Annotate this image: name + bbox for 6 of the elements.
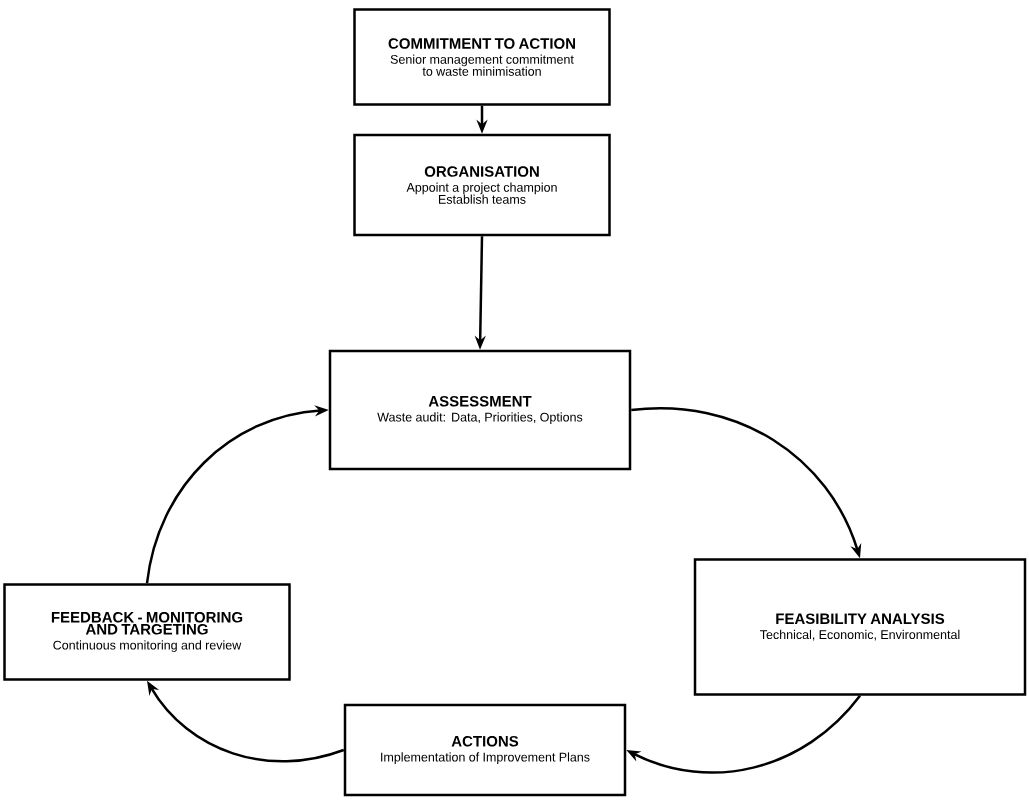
process-box: FEASIBILITY ANALYSIS Technical, Economic, Environmental — [693, 558, 1027, 696]
process-box: ASSESSMENT Waste audit: Data, Priorities, Options — [328, 349, 632, 471]
process-box: COMMITMENT TO ACTION Senior management commitment to waste minimisation — [353, 8, 611, 106]
process-box: FEEDBACK - MONITORING AND TARGETING Continuous monitoring and review — [3, 583, 291, 681]
process-box: ACTIONS Implementation of Improvement Plans — [343, 703, 627, 797]
process-box: ORGANISATION Appoint a project champion Establish teams — [353, 133, 611, 237]
